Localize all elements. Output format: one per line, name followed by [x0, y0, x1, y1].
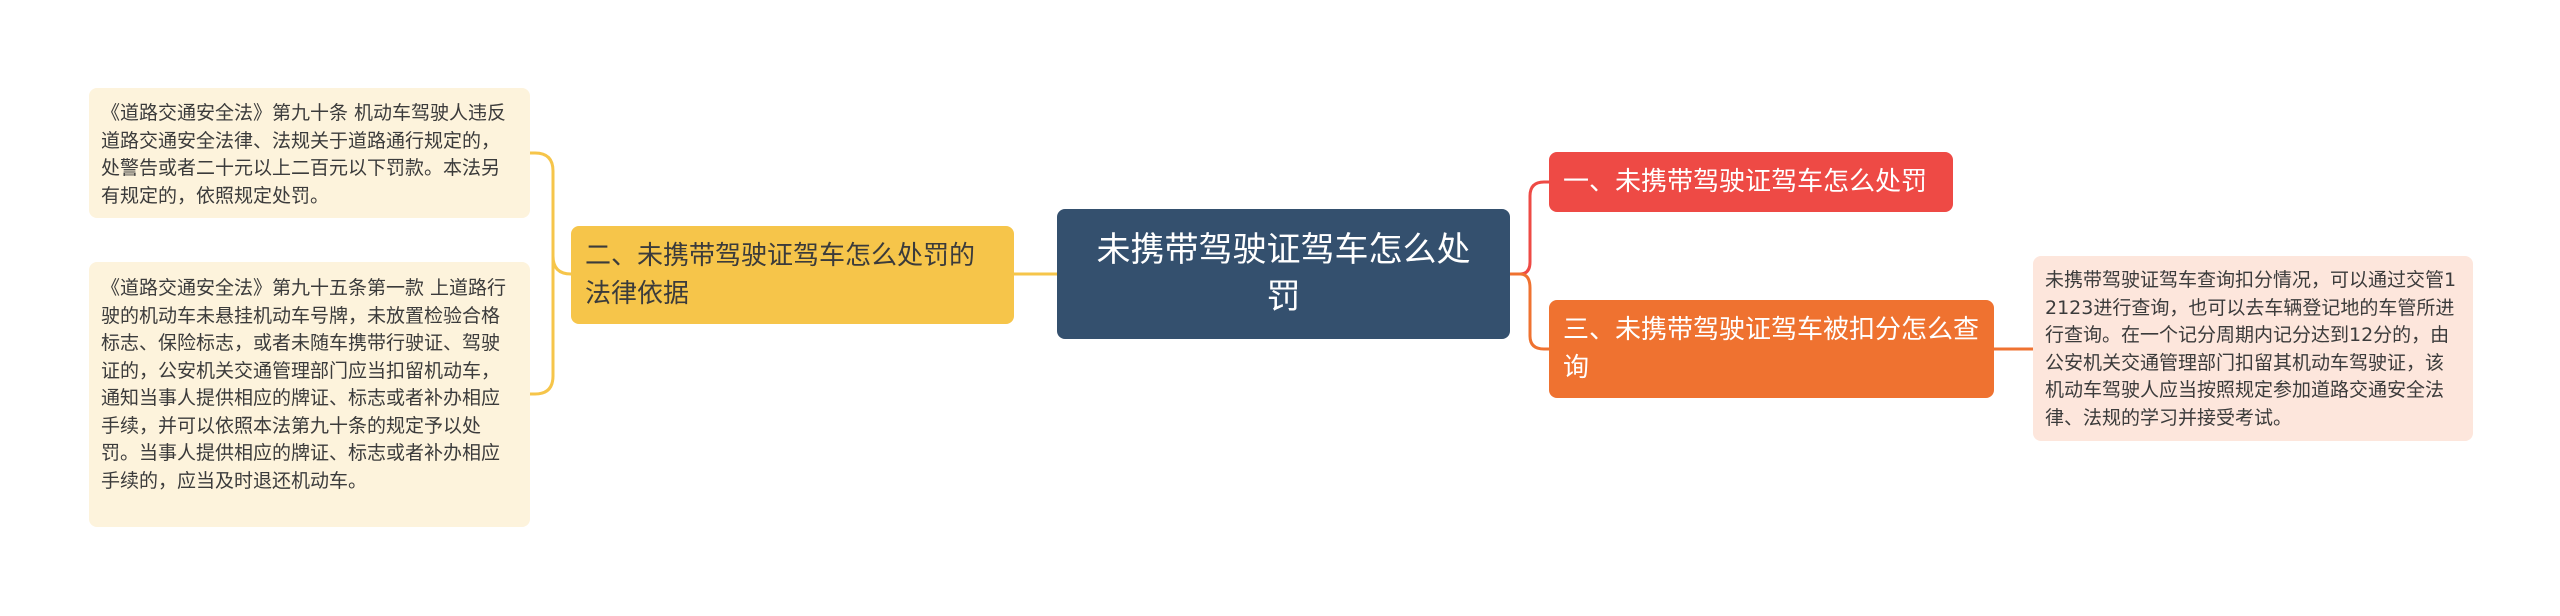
branch-points-query-label: 三、未携带驾驶证驾车被扣分怎么查询: [1563, 315, 1980, 383]
central-topic-label: 未携带驾驶证驾车怎么处罚: [1096, 230, 1471, 317]
connector-left-branch-to-notes: [530, 151, 572, 396]
connector-center-to-right-branch3: [1510, 272, 1549, 351]
note-article-90-text: 《道路交通安全法》第九十条 机动车驾驶人违反道路交通安全法律、法规关于道路通行规…: [101, 102, 507, 207]
note-article-95[interactable]: 《道路交通安全法》第九十五条第一款 上道路行驶的机动车未悬挂机动车号牌，未放置检…: [89, 262, 530, 527]
branch-penalty-label: 一、未携带驾驶证驾车怎么处罚: [1563, 167, 1928, 197]
note-points-query[interactable]: 未携带驾驶证驾车查询扣分情况，可以通过交管12123进行查询，也可以去车辆登记地…: [2033, 256, 2473, 441]
branch-points-query[interactable]: 三、未携带驾驶证驾车被扣分怎么查询: [1549, 300, 1994, 398]
branch-legal-basis[interactable]: 二、未携带驾驶证驾车怎么处罚的法律依据: [571, 226, 1014, 324]
note-article-90[interactable]: 《道路交通安全法》第九十条 机动车驾驶人违反道路交通安全法律、法规关于道路通行规…: [89, 88, 530, 218]
branch-penalty[interactable]: 一、未携带驾驶证驾车怎么处罚: [1549, 152, 1953, 212]
note-article-95-text: 《道路交通安全法》第九十五条第一款 上道路行驶的机动车未悬挂机动车号牌，未放置检…: [101, 277, 507, 492]
connector-center-to-right-branch1: [1510, 180, 1549, 276]
note-points-query-text: 未携带驾驶证驾车查询扣分情况，可以通过交管12123进行查询，也可以去车辆登记地…: [2045, 269, 2457, 429]
central-topic[interactable]: 未携带驾驶证驾车怎么处罚: [1057, 209, 1510, 339]
branch-legal-basis-label: 二、未携带驾驶证驾车怎么处罚的法律依据: [585, 241, 976, 309]
